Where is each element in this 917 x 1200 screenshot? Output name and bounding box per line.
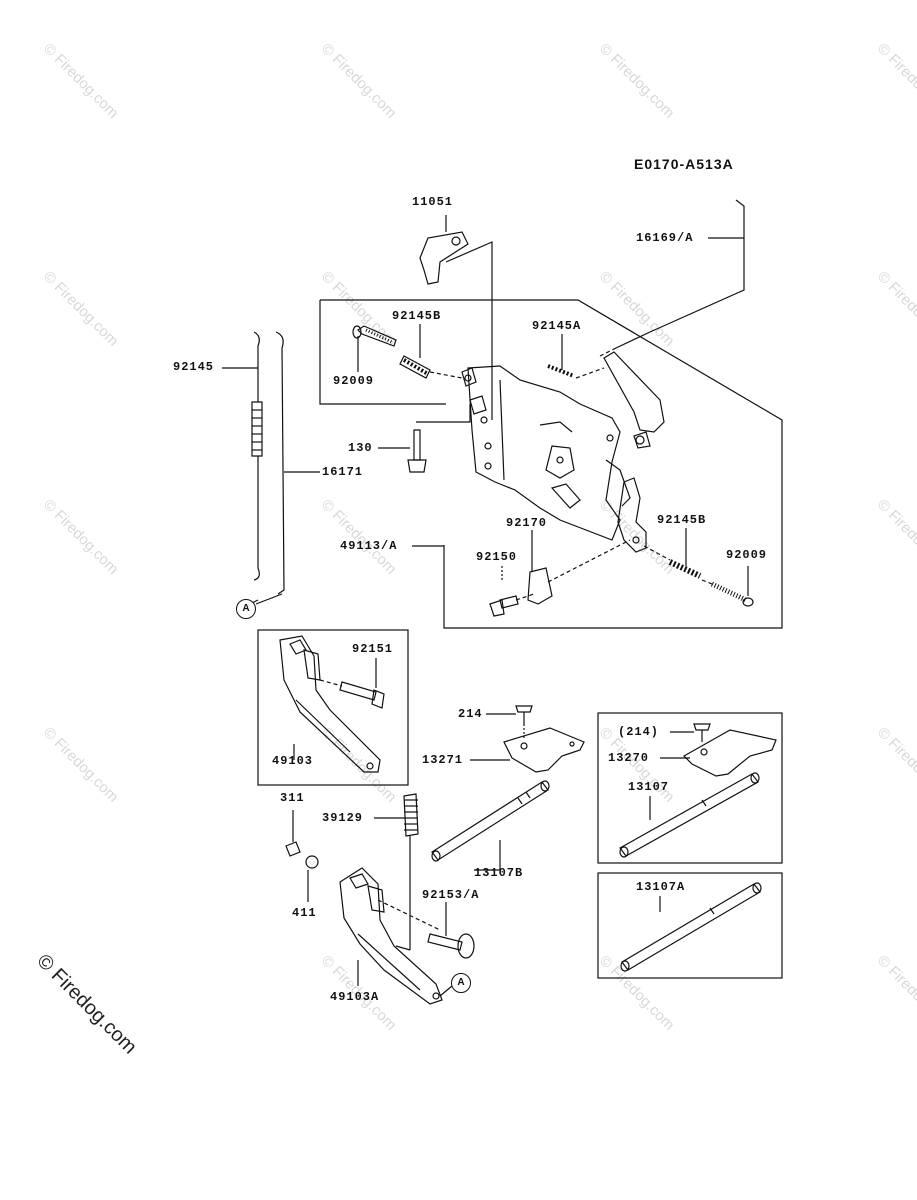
diagram-reference-code: E0170-A513A <box>634 156 734 172</box>
part-label: 16169/A <box>636 231 694 245</box>
plate-13271 <box>503 727 585 773</box>
inset-box-49103 <box>257 629 409 786</box>
part-label: 214 <box>458 707 483 721</box>
part-label: 13107A <box>636 880 686 894</box>
shaft-13107B <box>431 781 549 861</box>
spring-92145B-bottom <box>668 559 702 579</box>
part-label: 92145 <box>173 360 215 374</box>
rod-16171 <box>275 331 285 595</box>
part-label: 92145A <box>532 319 582 333</box>
leader-line <box>474 840 501 871</box>
screw-214-paren <box>693 723 711 731</box>
part-label: 92145B <box>392 309 442 323</box>
part-label: 13270 <box>608 751 650 765</box>
panel-box-upper-left <box>319 300 446 405</box>
plate-13270 <box>683 729 777 777</box>
spring-92145B-top <box>399 355 431 379</box>
lever-lower <box>617 477 647 553</box>
part-label: 39129 <box>322 811 364 825</box>
part-label: 16171 <box>322 465 364 479</box>
part-label: 92150 <box>476 550 518 564</box>
spring-92145A <box>547 364 575 378</box>
bolt-130 <box>413 429 421 461</box>
part-label: (214) <box>618 725 660 739</box>
part-label: 11051 <box>412 195 454 209</box>
nut-311 <box>285 841 301 857</box>
spring-39129 <box>403 793 419 837</box>
spring-rod-92145 <box>253 331 260 402</box>
inset-box-13107A <box>597 872 783 979</box>
rod-16169A <box>615 199 745 349</box>
part-label: 13107 <box>628 780 670 794</box>
panel-box-outline <box>320 299 783 629</box>
lever-upper <box>603 351 665 433</box>
bolt-92151 <box>339 681 377 701</box>
pin-92153A <box>427 933 463 951</box>
clamp-92170 <box>527 567 553 605</box>
part-label: 411 <box>292 906 317 920</box>
part-label: 92170 <box>506 516 548 530</box>
part-label: 92145B <box>657 513 707 527</box>
part-label: 13107B <box>474 866 524 880</box>
bolt-92150 <box>499 595 519 609</box>
part-label: 49103 <box>272 754 314 768</box>
control-plate <box>467 365 621 541</box>
bolt-92009-bottom <box>710 581 748 603</box>
washer-411 <box>305 855 319 869</box>
callout-a-bottom: A <box>451 973 471 993</box>
part-label: 92009 <box>333 374 375 388</box>
leader-line <box>445 241 493 420</box>
callout-a-left: A <box>236 599 256 619</box>
part-label: 13271 <box>422 753 464 767</box>
part-label: 130 <box>348 441 373 455</box>
inset-box-13107 <box>597 712 783 864</box>
bracket-11051 <box>419 231 469 285</box>
lever-49103A <box>339 867 443 1005</box>
part-label: 49103A <box>330 990 380 1004</box>
part-label: 92151 <box>352 642 394 656</box>
shaft-13107A <box>621 883 761 971</box>
part-label: 49113/A <box>340 539 398 553</box>
part-label: 92009 <box>726 548 768 562</box>
part-label: 92153/A <box>422 888 480 902</box>
lever-49103 <box>279 635 381 773</box>
screw-214 <box>515 705 533 713</box>
part-label: 311 <box>280 791 305 805</box>
